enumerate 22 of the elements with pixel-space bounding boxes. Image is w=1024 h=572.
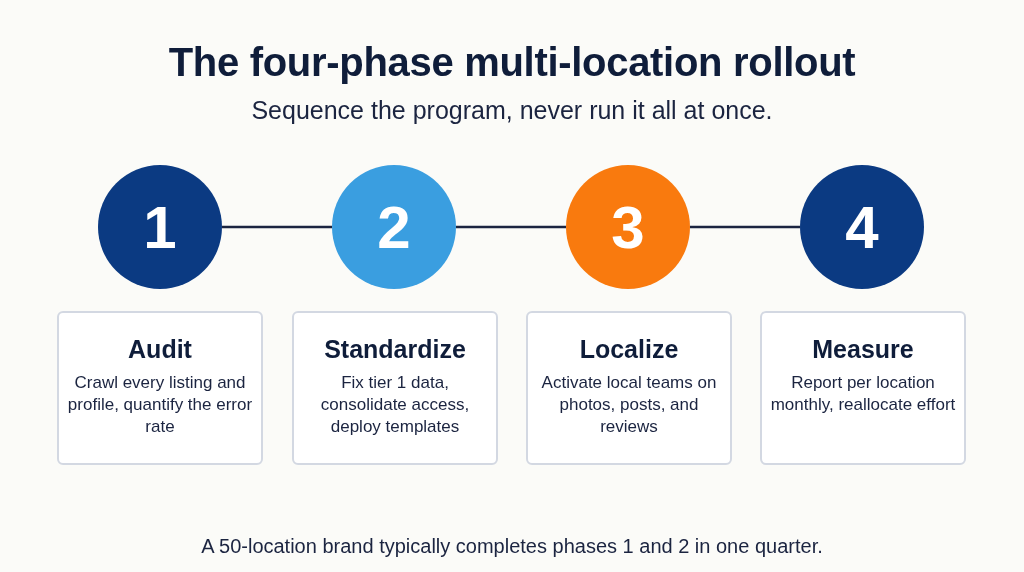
subtitle: Sequence the program, never run it all at once.	[250, 96, 774, 125]
phase-heading: Localize	[579, 335, 679, 364]
phase-card	[292, 311, 498, 465]
step-number: 2	[377, 192, 411, 262]
connector-line	[456, 225, 566, 229]
phase-heading: Measure	[812, 335, 914, 364]
title: The four-phase multi-location rollout	[167, 40, 857, 85]
step-number: 3	[611, 192, 645, 262]
phase-description: Fix tier 1 data, consolidate access, deploy templates	[319, 372, 471, 439]
step-number: 4	[845, 192, 879, 262]
phase-card	[526, 311, 732, 465]
caption: A 50-location brand typically completes phases 1 and 2 in one quarter.	[200, 535, 824, 558]
phase-description: Report per location monthly, reallocate effort	[770, 372, 956, 417]
phase-heading: Audit	[128, 335, 192, 364]
phase-card	[760, 311, 966, 465]
phase-heading: Standardize	[324, 335, 466, 364]
phase-description: Activate local teams on photos, posts, and reviews	[540, 372, 718, 439]
phase-card	[57, 311, 263, 465]
connector-line	[222, 225, 332, 229]
phase-description: Crawl every listing and profile, quantify the error rate	[67, 372, 253, 439]
connector-line	[690, 225, 800, 229]
step-number: 1	[143, 192, 177, 262]
